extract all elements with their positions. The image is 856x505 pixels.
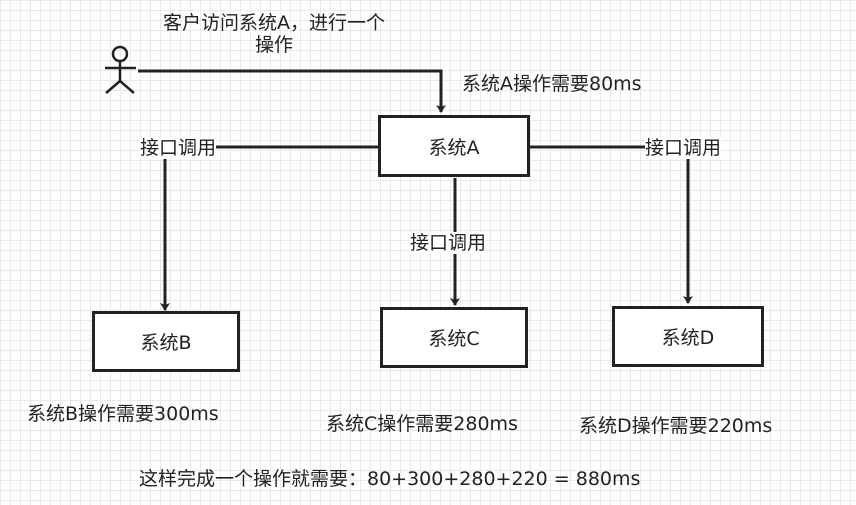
- edge-label-right: 接口调用: [645, 137, 722, 159]
- system-d-box: 系统D: [612, 306, 764, 367]
- system-d-timing: 系统D操作需要220ms: [579, 415, 773, 437]
- user-action-caption: 客户访问系统A，进行一个 操作: [138, 12, 410, 56]
- system-b-timing: 系统B操作需要300ms: [27, 403, 219, 425]
- system-c-label: 系统C: [428, 328, 480, 350]
- system-c-box: 系统C: [380, 307, 528, 368]
- total-time-summary: 这样完成一个操作就需要：80+300+280+220 = 880ms: [139, 468, 641, 490]
- user-action-line-1: 客户访问系统A，进行一个: [163, 12, 385, 34]
- system-b-box: 系统B: [92, 311, 240, 372]
- user-action-line-2: 操作: [254, 34, 293, 56]
- system-d-label: 系统D: [661, 327, 715, 349]
- system-a-to-system-d-arrow: [530, 145, 693, 304]
- system-a-to-system-b-arrow: [160, 145, 378, 311]
- system-b-label: 系统B: [140, 332, 192, 354]
- system-c-timing: 系统C操作需要280ms: [326, 413, 518, 435]
- user-to-system-a-arrow: [138, 69, 446, 113]
- edge-label-center: 接口调用: [410, 232, 487, 254]
- user-actor-icon: [105, 45, 136, 94]
- system-a-timing: 系统A操作需要80ms: [462, 73, 642, 95]
- system-a-box: 系统A: [378, 115, 530, 177]
- edge-label-left: 接口调用: [140, 137, 217, 159]
- system-a-label: 系统A: [428, 136, 480, 159]
